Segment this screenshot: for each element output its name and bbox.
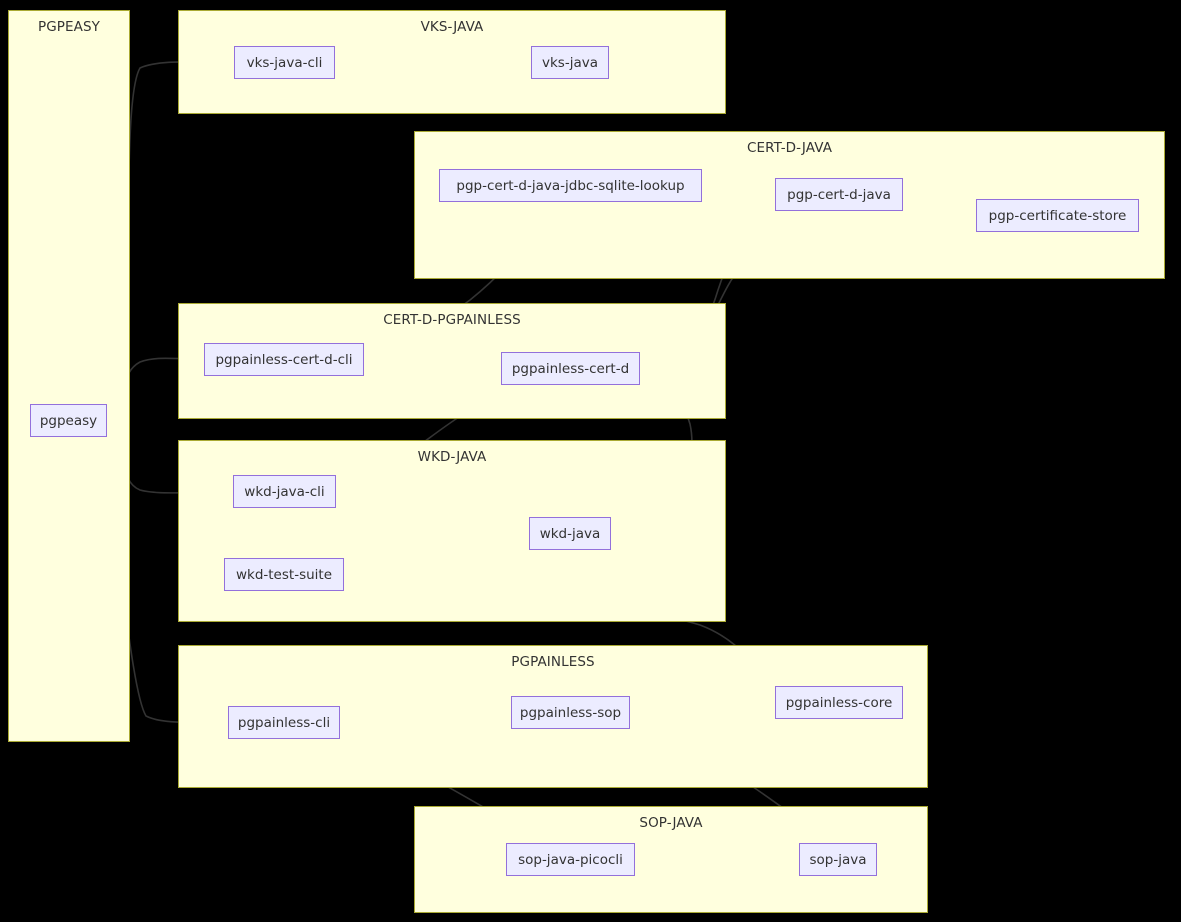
node-sop-java-picocli[interactable]: sop-java-picocli [506, 843, 635, 876]
cluster-pgpeasy: PGPEASY [8, 10, 130, 742]
cluster-label-pgpainless: PGPAINLESS [511, 654, 595, 670]
cluster-label-sop-java: SOP-JAVA [639, 815, 703, 831]
node-vks-java[interactable]: vks-java [531, 46, 609, 79]
node-pgpainless-cert-d[interactable]: pgpainless-cert-d [501, 352, 640, 385]
cluster-label-cert-d-pgpainless: CERT-D-PGPAINLESS [383, 312, 521, 328]
node-wkd-test-suite[interactable]: wkd-test-suite [224, 558, 344, 591]
node-sop-java[interactable]: sop-java [799, 843, 877, 876]
node-pgpainless-cli[interactable]: pgpainless-cli [228, 706, 340, 739]
node-wkd-java-cli[interactable]: wkd-java-cli [233, 475, 336, 508]
node-pgpainless-core[interactable]: pgpainless-core [775, 686, 903, 719]
cluster-wkd-java: WKD-JAVA [178, 440, 726, 622]
cluster-label-cert-d-java: CERT-D-JAVA [746, 140, 833, 156]
cluster-label-vks-java: VKS-JAVA [420, 19, 484, 35]
node-wkd-java[interactable]: wkd-java [529, 517, 611, 550]
node-pgpainless-sop[interactable]: pgpainless-sop [511, 696, 630, 729]
cluster-label-pgpeasy: PGPEASY [37, 19, 101, 35]
node-pgp-certificate-store[interactable]: pgp-certificate-store [976, 199, 1139, 232]
node-pgpainless-cert-d-cli[interactable]: pgpainless-cert-d-cli [204, 343, 364, 376]
node-pgp-cert-d-java[interactable]: pgp-cert-d-java [775, 178, 903, 211]
node-pgp-cert-d-java-jdbc-sqlite-lookup[interactable]: pgp-cert-d-java-jdbc-sqlite-lookup [439, 169, 702, 202]
cluster-label-wkd-java: WKD-JAVA [417, 449, 487, 465]
node-pgpeasy[interactable]: pgpeasy [30, 404, 107, 437]
node-vks-java-cli[interactable]: vks-java-cli [234, 46, 335, 79]
